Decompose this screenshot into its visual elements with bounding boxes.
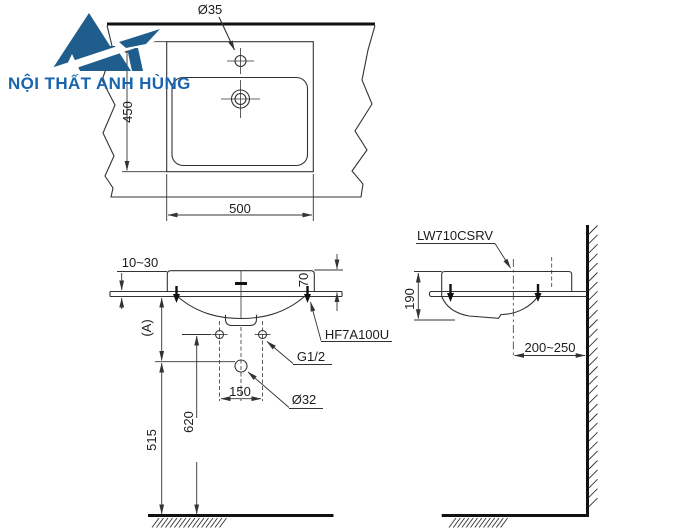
drain-boss-front xyxy=(224,314,258,327)
drain-hole-front xyxy=(234,327,248,401)
basin-inner-bowl xyxy=(171,76,309,167)
dim-supply-height: 620 xyxy=(181,411,196,433)
front-view-linework xyxy=(109,254,392,528)
dim-190-lines xyxy=(414,271,455,321)
dim-70-lines xyxy=(314,254,343,311)
dim-drain-height: 515 xyxy=(144,429,159,451)
faucet-hole xyxy=(227,48,254,74)
bowl-profile-front xyxy=(177,296,305,320)
dim-620-lines xyxy=(182,334,211,515)
company-logo-icon xyxy=(39,13,160,79)
dim-basin-width: 500 xyxy=(229,201,251,216)
dim-10-30-lines xyxy=(117,271,167,309)
dim-basin-total-height: 190 xyxy=(402,288,417,310)
side-view-linework xyxy=(414,225,598,528)
basin-outer-rect xyxy=(166,41,314,173)
floor-hatch-front xyxy=(151,517,227,528)
countertop-front xyxy=(109,290,343,298)
dim-counter-thickness: 10~30 xyxy=(121,255,159,270)
counter-break-outline xyxy=(101,25,376,198)
faucet-diameter-leader xyxy=(218,16,235,51)
supply-holes xyxy=(211,321,271,401)
dim-drain-wall-distance: 200~250 xyxy=(524,340,576,355)
dim-500-lines xyxy=(166,174,314,221)
dim-basin-depth: 450 xyxy=(120,101,135,123)
label-supply-connection: G1/2 xyxy=(296,349,326,364)
company-name: NỘI THẤT ANH HÙNG xyxy=(8,74,191,93)
dim-faucet-hole-diameter: Ø35 xyxy=(197,2,223,17)
dim-rim-above-counter: 70 xyxy=(296,272,311,288)
dim-drain-hole-diameter: Ø32 xyxy=(291,392,317,407)
fixing-marks-side xyxy=(447,284,542,302)
label-product-model: LW710CSRV xyxy=(416,228,494,243)
basin-body-side xyxy=(441,270,573,297)
dim-a-515-lines xyxy=(155,297,235,515)
faucet-deck-hole-mark xyxy=(235,282,247,285)
model-label-leader xyxy=(416,243,511,269)
floor-hatch-side xyxy=(448,517,508,528)
drain-hole-plan xyxy=(221,80,260,118)
bowl-underside-side xyxy=(441,296,538,319)
countertop-side xyxy=(428,290,588,298)
dim-faucet-hole-spacing: 150 xyxy=(229,384,251,399)
wall-hatch xyxy=(588,225,598,507)
fixing-marks-front xyxy=(173,286,311,303)
dim-a-label: (A) xyxy=(139,319,154,337)
label-faucet-model: HF7A100U xyxy=(324,327,390,342)
label-leaders-front xyxy=(247,301,392,409)
